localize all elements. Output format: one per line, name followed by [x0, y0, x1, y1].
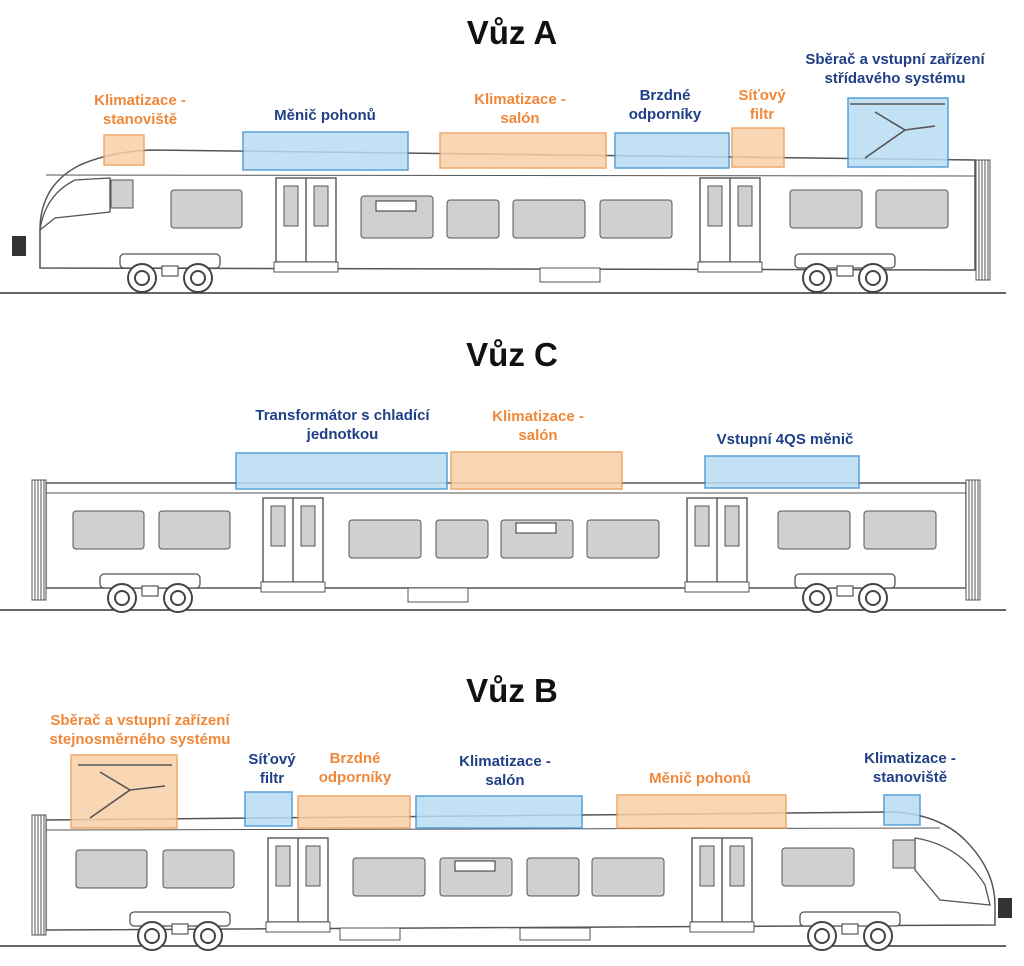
car-c-label-klima-salon: Klimatizace - salón — [492, 408, 584, 444]
box-menic-pohonu — [242, 131, 409, 171]
underframe-box — [407, 587, 469, 603]
car-c-label-transformator: Transformátor s chladící jednotkou — [255, 407, 430, 443]
window — [863, 510, 937, 550]
box-transformator — [235, 452, 448, 490]
underframe-box — [339, 927, 401, 941]
body-line — [45, 827, 941, 831]
window — [789, 189, 863, 229]
window — [526, 857, 580, 897]
door — [260, 497, 326, 593]
window — [75, 849, 148, 889]
window — [435, 519, 489, 559]
box-klima-stanoviste — [883, 794, 921, 826]
car-a-label-sitovy-filtr: Síťový filtr — [738, 87, 786, 123]
cab-side-window — [892, 839, 916, 869]
underframe-box — [539, 267, 601, 283]
door — [265, 837, 331, 933]
body-line — [45, 174, 976, 177]
car-b-label-klima-salon: Klimatizace - salón — [459, 753, 551, 789]
pantograph — [850, 103, 945, 159]
box-klima-salon — [439, 132, 607, 169]
car-b — [0, 754, 1012, 951]
car-a-label-menic-pohonu: Měnič pohonů — [274, 107, 376, 124]
car-b-label-brzdne: Brzdné odporníky — [318, 750, 392, 786]
window — [352, 857, 426, 897]
window — [599, 199, 673, 239]
car-b-title: Vůz B — [466, 672, 558, 709]
car-c — [0, 451, 1006, 613]
car-a-label-klima-salon: Klimatizace - salón — [474, 91, 566, 127]
box-klima-stanoviste — [103, 134, 145, 166]
door — [697, 177, 763, 273]
coupler — [998, 898, 1012, 918]
box-menic-pohonu — [616, 794, 787, 829]
info-display — [454, 860, 496, 872]
car-b-label-menic-pohonu: Měnič pohonů — [649, 770, 751, 787]
bogie — [799, 911, 901, 951]
car-a-label-sberac: Sběrač a vstupní zařízení střídavého sys… — [805, 51, 985, 87]
end-gangway — [31, 814, 47, 936]
car-c-label-vstupni-menic: Vstupní 4QS měnič — [716, 431, 854, 448]
end-gangway — [975, 159, 991, 281]
bogie — [99, 573, 201, 613]
window — [777, 510, 851, 550]
end-gangway — [965, 479, 981, 601]
underframe-box — [519, 927, 591, 941]
car-a-label-brzdne: Brzdné odporníky — [628, 87, 702, 123]
end-gangway — [31, 479, 47, 601]
bogie — [119, 253, 221, 293]
bogie — [794, 253, 896, 293]
window — [162, 849, 235, 889]
car-b-label-sberac: Sběrač a vstupní zařízení stejnosměrného… — [49, 712, 231, 748]
box-sitovy-filtr — [244, 791, 293, 827]
window — [591, 857, 665, 897]
car-b-label-klima-stanoviste: Klimatizace - stanoviště — [864, 750, 956, 786]
window — [348, 519, 422, 559]
door — [684, 497, 750, 593]
box-klima-salon — [415, 795, 583, 829]
pantograph — [78, 764, 172, 819]
info-display — [515, 522, 557, 534]
bogie — [129, 911, 231, 951]
car-a — [0, 97, 1006, 294]
door — [689, 837, 755, 933]
car-a-title: Vůz A — [466, 14, 558, 51]
box-sberac — [847, 97, 949, 168]
box-klima-salon — [450, 451, 623, 490]
window — [512, 199, 586, 239]
car-b-label-sitovy-filtr: Síťový filtr — [248, 751, 296, 787]
info-display — [375, 200, 417, 212]
bogie — [794, 573, 896, 613]
box-vstupni-menic — [704, 455, 860, 489]
box-brzdne-odporniky — [614, 132, 730, 169]
window — [875, 189, 949, 229]
window — [72, 510, 145, 550]
coupler — [12, 236, 26, 256]
window — [586, 519, 660, 559]
car-c-title: Vůz C — [466, 336, 558, 373]
box-sberac — [70, 754, 178, 829]
window — [781, 847, 855, 887]
cab-window — [914, 837, 991, 906]
window — [158, 510, 231, 550]
car-a-label-klima-stanoviste: Klimatizace - stanoviště — [94, 92, 186, 128]
door — [273, 177, 339, 273]
box-sitovy-filtr — [731, 127, 785, 168]
window — [446, 199, 500, 239]
cab-window — [39, 177, 111, 232]
window — [170, 189, 243, 229]
cab-side-window — [110, 179, 134, 209]
box-brzdne-odporniky — [297, 795, 411, 829]
